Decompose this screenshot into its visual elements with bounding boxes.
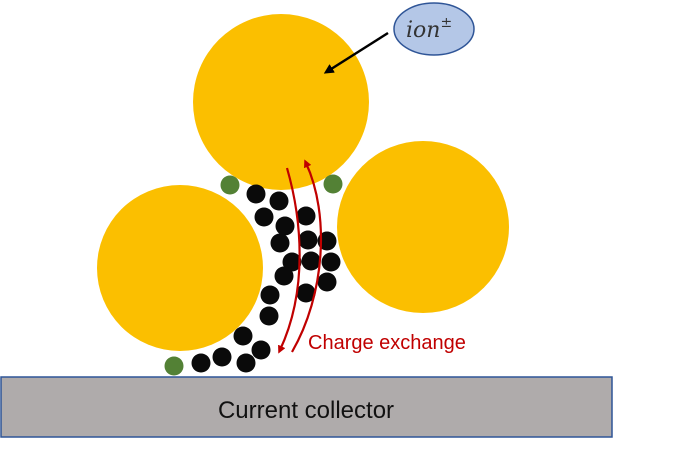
carbon-particle — [321, 252, 341, 272]
binder-particle — [220, 175, 240, 195]
charge-exchange-label: Charge exchange — [308, 332, 466, 354]
conductive-additive-cluster — [191, 184, 341, 373]
carbon-particle — [212, 347, 232, 367]
binder-particle — [164, 356, 184, 376]
ion-bubble — [393, 2, 475, 56]
carbon-particle — [191, 353, 211, 373]
current-collector — [0, 376, 613, 438]
carbon-particle — [236, 353, 256, 373]
ion-label-superscript: ± — [440, 15, 452, 31]
carbon-particle — [260, 285, 280, 305]
carbon-particle — [275, 216, 295, 236]
carbon-particle — [274, 266, 294, 286]
carbon-particle — [282, 252, 302, 272]
binder-particle — [323, 174, 343, 194]
active-particle-left — [97, 185, 263, 351]
carbon-particle — [317, 231, 337, 251]
carbon-particle — [251, 340, 271, 360]
current-collector-label: Current collector — [218, 397, 394, 424]
ion-label: ion± — [406, 15, 452, 43]
carbon-particle — [296, 283, 316, 303]
carbon-particle — [269, 191, 289, 211]
active-particle-top — [193, 14, 369, 190]
carbon-particle — [254, 207, 274, 227]
carbon-particle — [298, 230, 318, 250]
charge-exchange-arrow-up — [291, 159, 323, 353]
carbon-particle — [317, 272, 337, 292]
ion-label-text: ion — [406, 18, 440, 43]
active-particle-right — [337, 141, 509, 313]
carbon-particle — [301, 251, 321, 271]
carbon-particle — [296, 206, 316, 226]
carbon-particle — [246, 184, 266, 204]
carbon-particle — [270, 233, 290, 253]
charge-exchange-arrow-down — [278, 167, 301, 354]
carbon-particle — [233, 326, 253, 346]
carbon-particle — [259, 306, 279, 326]
ion-pointer-icon — [323, 31, 389, 74]
